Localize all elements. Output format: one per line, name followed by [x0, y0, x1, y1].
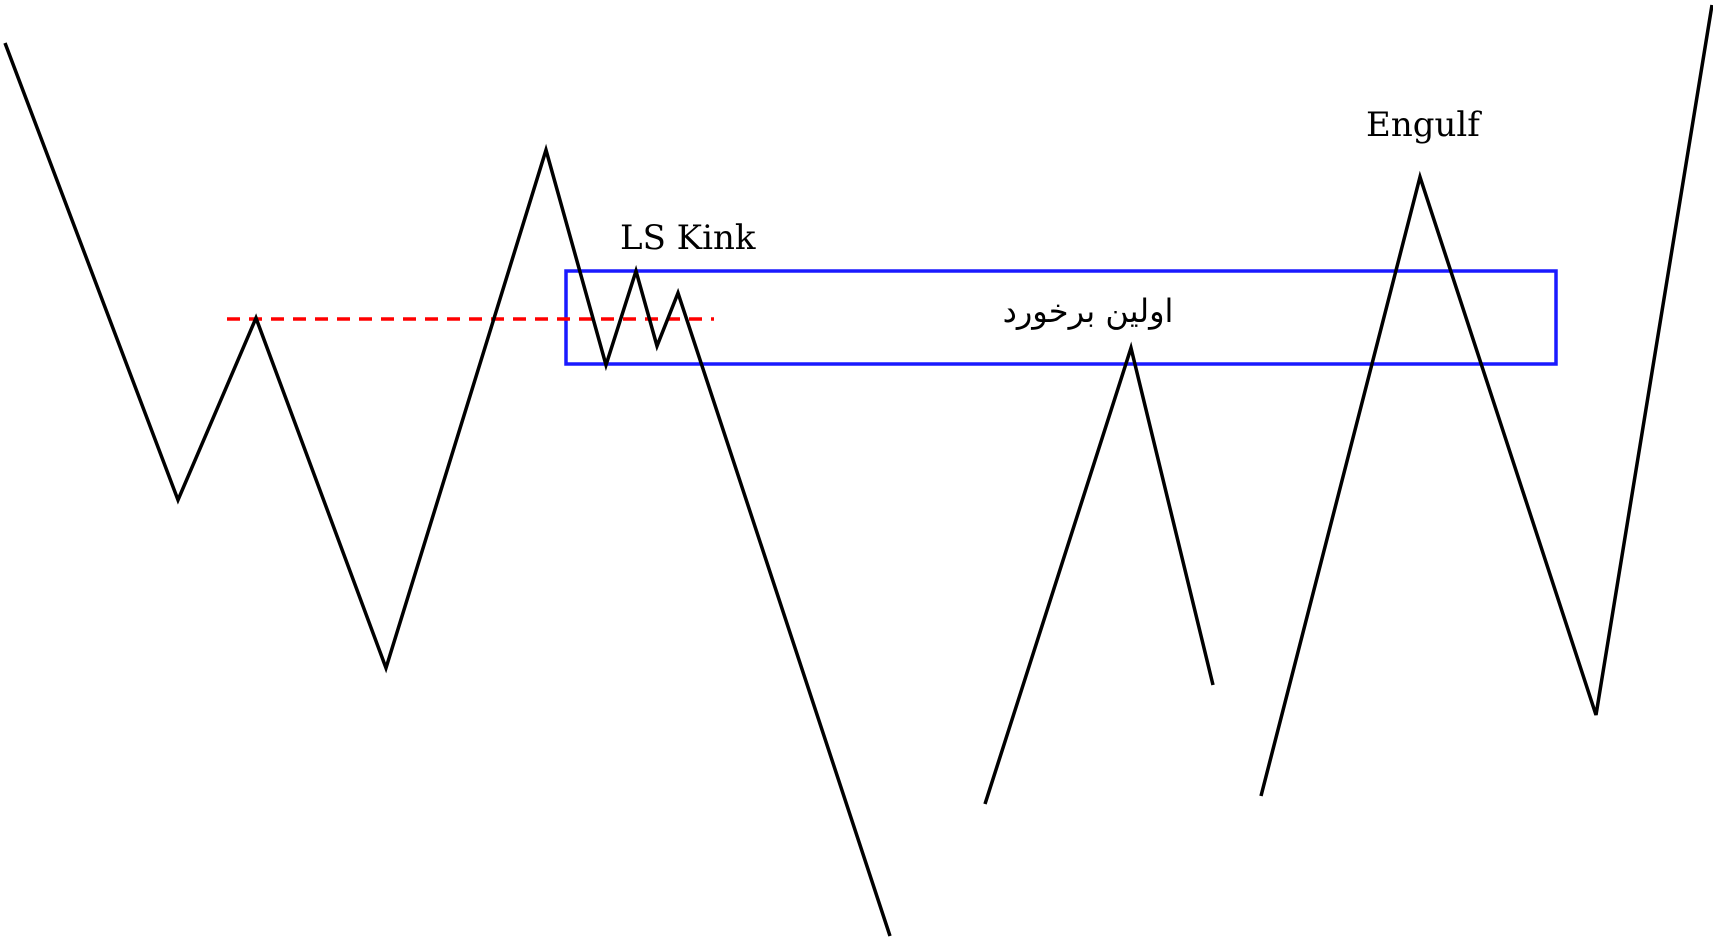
price-path-first-touch: [983, 341, 1215, 805]
label-engulf: Engulf: [1366, 105, 1482, 145]
label-ls-kink: LS Kink: [620, 218, 756, 258]
price-path-main: [3, 42, 892, 937]
label-first-touch: اولین برخورد: [1003, 292, 1174, 330]
price-path-engulf: [1259, 4, 1713, 797]
